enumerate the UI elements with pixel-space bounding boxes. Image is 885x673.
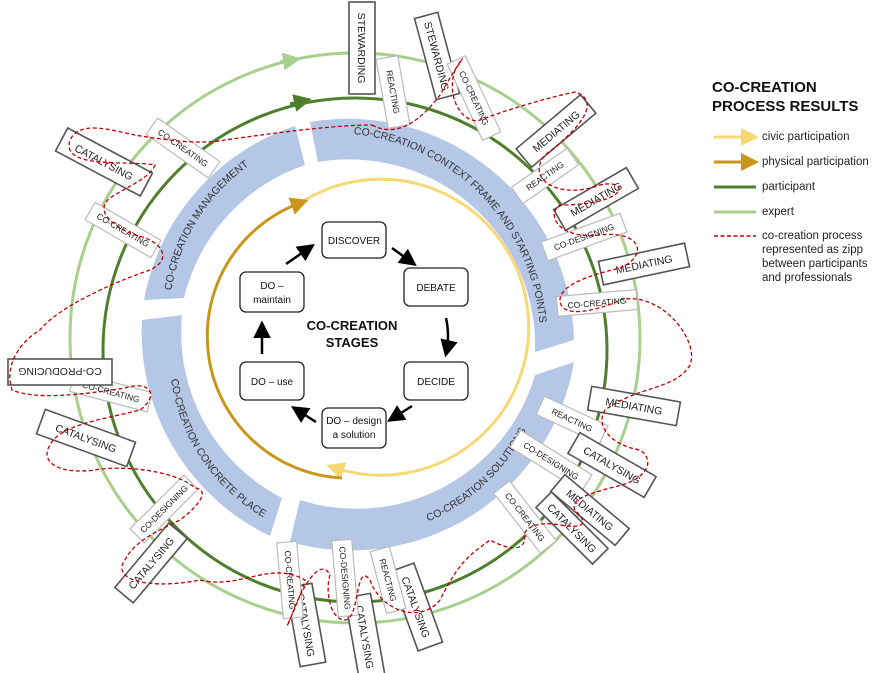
role-label-reacting-18: REACTING xyxy=(369,545,407,615)
role-label-stewarding-0: STEWARDING xyxy=(348,1,376,95)
role-label-catalysing-25: CATALYSING xyxy=(35,408,137,468)
svg-text:STEWARDING: STEWARDING xyxy=(355,13,367,84)
legend-label-zip: co-creation process represented as zipp … xyxy=(762,230,868,284)
arrow-debate-decide xyxy=(440,317,458,358)
svg-text:maintain: maintain xyxy=(253,295,291,306)
center-subtitle: STAGES xyxy=(326,335,379,350)
phase-segment-context xyxy=(310,118,574,352)
arrow-decide-design xyxy=(387,404,413,422)
phase-band xyxy=(141,118,574,551)
svg-text:DEBATE: DEBATE xyxy=(416,283,456,294)
role-label-co-designing-20: CO-DESIGNING xyxy=(331,538,359,618)
zip-line xyxy=(9,58,693,627)
legend-title-line2: PROCESS RESULTS xyxy=(712,98,859,115)
stage-discover: DISCOVER xyxy=(321,221,387,259)
svg-text:DO – design: DO – design xyxy=(326,416,382,427)
legend-swatches xyxy=(714,128,759,237)
arrow-design-use xyxy=(291,406,317,424)
stage-design: DO – design a solution xyxy=(321,407,387,449)
svg-text:a solution: a solution xyxy=(333,430,376,441)
physical-participation-ring xyxy=(205,197,343,480)
role-label-co-creating-9: CO-CREATING xyxy=(555,288,639,318)
center-title: CO-CREATION xyxy=(307,318,398,333)
stage-debate: DEBATE xyxy=(403,267,469,307)
role-label-mediating-8: MEDIATING xyxy=(597,242,691,286)
role-label-mediating-6: MEDIATING xyxy=(552,166,640,232)
civic-participation-ring xyxy=(304,177,531,480)
stage-arrows xyxy=(253,244,458,424)
svg-text:DECIDE: DECIDE xyxy=(417,377,455,388)
stage-maintain: DO – maintain xyxy=(239,271,305,313)
legend-label-physical: physical participation xyxy=(762,156,869,168)
role-label-reacting-2: REACTING xyxy=(375,54,411,130)
role-label-co-creating-30: CO-CREATING xyxy=(145,117,221,179)
expert-ring-arrow xyxy=(279,52,301,71)
stage-decide: DECIDE xyxy=(403,361,469,401)
svg-text:CO-PRODUCING: CO-PRODUCING xyxy=(18,365,101,377)
legend: CO-CREATION PROCESS RESULTS civic partic… xyxy=(712,78,882,284)
phase-segment-place xyxy=(141,315,282,536)
arrow-discover-debate xyxy=(391,246,417,267)
svg-text:DISCOVER: DISCOVER xyxy=(328,236,380,247)
role-label-co-producing-27: CO-PRODUCING xyxy=(7,358,113,386)
stage-use: DO – use xyxy=(239,361,305,401)
phase-segment-solutions xyxy=(290,362,574,551)
role-label-co-creating-22: CO-CREATING xyxy=(276,540,304,620)
arrow-maintain-discover xyxy=(285,244,315,266)
legend-label-expert: expert xyxy=(762,206,794,218)
participant-ring-arrow xyxy=(289,94,312,112)
phase-segment-management xyxy=(144,126,305,300)
legend-title: CO-CREATION PROCESS RESULTS xyxy=(712,78,882,116)
role-label-stewarding-1: STEWARDING xyxy=(413,11,461,101)
legend-label-participant: participant xyxy=(762,181,816,193)
svg-text:DO –: DO – xyxy=(260,281,284,292)
legend-label-civic: civic participation xyxy=(762,131,850,143)
legend-title-line1: CO-CREATION xyxy=(712,79,817,96)
svg-text:DO – use: DO – use xyxy=(251,377,294,388)
